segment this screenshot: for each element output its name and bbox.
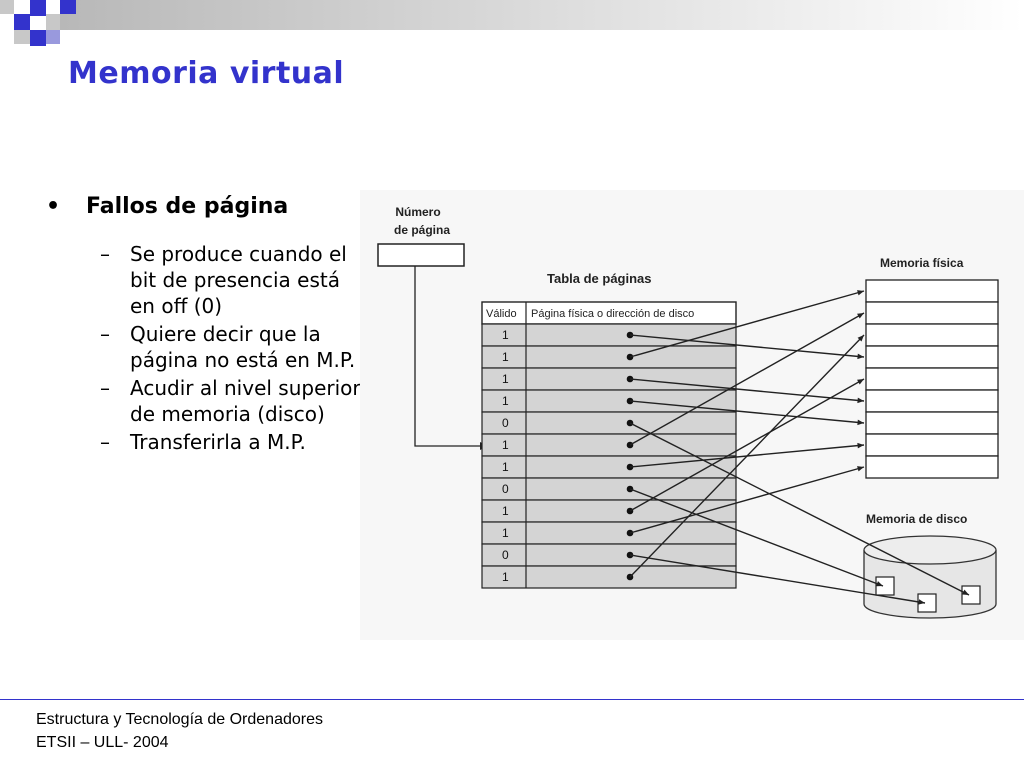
page-number-label: Número [395, 205, 440, 219]
page-table-diagram: Número de página Tabla de páginas Válido… [360, 190, 1024, 640]
page-table: Válido Página física o dirección de disco… [481, 301, 737, 589]
arrow-head [857, 379, 864, 385]
mapping-arrow [629, 466, 865, 534]
sub-bullet: –Se produce cuando el bit de presencia e… [100, 242, 347, 318]
col-address-header: Página física o dirección de disco [531, 308, 694, 320]
table-row [481, 433, 737, 457]
mapping-arrow [629, 334, 865, 578]
valid-bit: 1 [502, 350, 509, 364]
table-row [481, 565, 737, 589]
arrow-head [857, 466, 864, 472]
memory-frame [865, 433, 999, 457]
arrow-head [857, 313, 864, 319]
arrow-head [857, 335, 864, 342]
main-bullet-text: Fallos de página [86, 194, 289, 219]
memory-frame [865, 301, 999, 325]
table-row [481, 499, 737, 523]
table-row [481, 521, 737, 545]
mapping-arrow [629, 312, 865, 446]
deco-square [14, 14, 30, 30]
disk-page [961, 585, 981, 605]
arrow-head [857, 290, 864, 296]
deco-square [46, 30, 60, 44]
valid-bit: 1 [502, 526, 509, 540]
table-row [481, 367, 737, 391]
page-number-box [377, 243, 465, 267]
valid-bit: 1 [502, 504, 509, 518]
physical-memory-label: Memoria física [880, 256, 964, 270]
valid-bit: 1 [502, 372, 509, 386]
table-row [481, 455, 737, 479]
table-row [481, 323, 737, 347]
sub-bullet: –Acudir al nivel superior de memoria (di… [100, 376, 361, 426]
physical-memory [865, 279, 999, 479]
valid-bit: 1 [502, 328, 509, 342]
deco-square [30, 30, 46, 46]
bullet-dot: • [46, 194, 61, 219]
footer-school: ETSII – ULL- 2004 [36, 734, 169, 751]
arrow-head [857, 419, 864, 426]
footer-divider [0, 699, 1024, 700]
disk-page [917, 593, 937, 613]
memory-frame [865, 367, 999, 391]
mapping-arrow [629, 378, 865, 512]
footer-course: Estructura y Tecnología de Ordenadores [36, 711, 323, 728]
valid-bit: 1 [502, 460, 509, 474]
mapping-arrow [629, 488, 884, 587]
arrow-head [857, 442, 864, 449]
page-number-label: de página [394, 223, 450, 237]
sub-bullet-list: –Se produce cuando el bit de presencia e… [46, 241, 376, 455]
valid-bit: 1 [502, 438, 509, 452]
header-decoration [0, 0, 1024, 46]
mapping-arrows [629, 290, 970, 605]
deco-square [0, 0, 14, 14]
arrow-head [918, 599, 925, 605]
mapping-arrow [629, 554, 926, 604]
slide-title: Memoria virtual [68, 56, 345, 91]
valid-bit: 0 [502, 482, 509, 496]
table-row [481, 345, 737, 369]
memory-frame [865, 323, 999, 347]
mapping-arrow [629, 290, 865, 358]
arrow-head [857, 353, 864, 360]
page-number-arrow [414, 266, 480, 447]
valid-bit: 1 [502, 394, 509, 408]
deco-square [30, 0, 46, 16]
valid-bit: 1 [502, 570, 509, 584]
header-gradient-bar [60, 0, 1024, 30]
memory-frame [865, 279, 999, 303]
table-row [481, 389, 737, 413]
deco-square [46, 14, 60, 30]
mapping-arrow [629, 422, 970, 596]
sub-bullet: –Quiere decir que la página no está en M… [100, 322, 356, 372]
mapping-arrow [629, 378, 865, 402]
sub-bullet: –Transferirla a M.P. [100, 430, 306, 454]
page-table-title: Tabla de páginas [547, 271, 652, 286]
table-row [481, 411, 737, 435]
arrow-head [962, 589, 969, 595]
main-bullet: • Fallos de página [46, 194, 376, 219]
table-row [481, 477, 737, 501]
memory-frame [865, 455, 999, 479]
arrow-head [857, 397, 864, 404]
memory-frame [865, 411, 999, 435]
mapping-arrow [629, 400, 865, 424]
bullet-section: • Fallos de página –Se produce cuando el… [46, 194, 376, 457]
deco-square [14, 30, 30, 44]
footer: Estructura y Tecnología de Ordenadores E… [36, 708, 323, 754]
mapping-arrow [629, 334, 865, 358]
valid-bit: 0 [502, 416, 509, 430]
disk-page [875, 576, 895, 596]
deco-square [60, 0, 76, 14]
memory-frame [865, 345, 999, 369]
memory-frame [865, 389, 999, 413]
disk-cylinder [863, 535, 997, 619]
disk-memory-label: Memoria de disco [866, 512, 967, 526]
col-valid-header: Válido [486, 308, 517, 320]
arrow-head [876, 581, 883, 587]
table-row [481, 543, 737, 567]
valid-bit: 0 [502, 548, 509, 562]
